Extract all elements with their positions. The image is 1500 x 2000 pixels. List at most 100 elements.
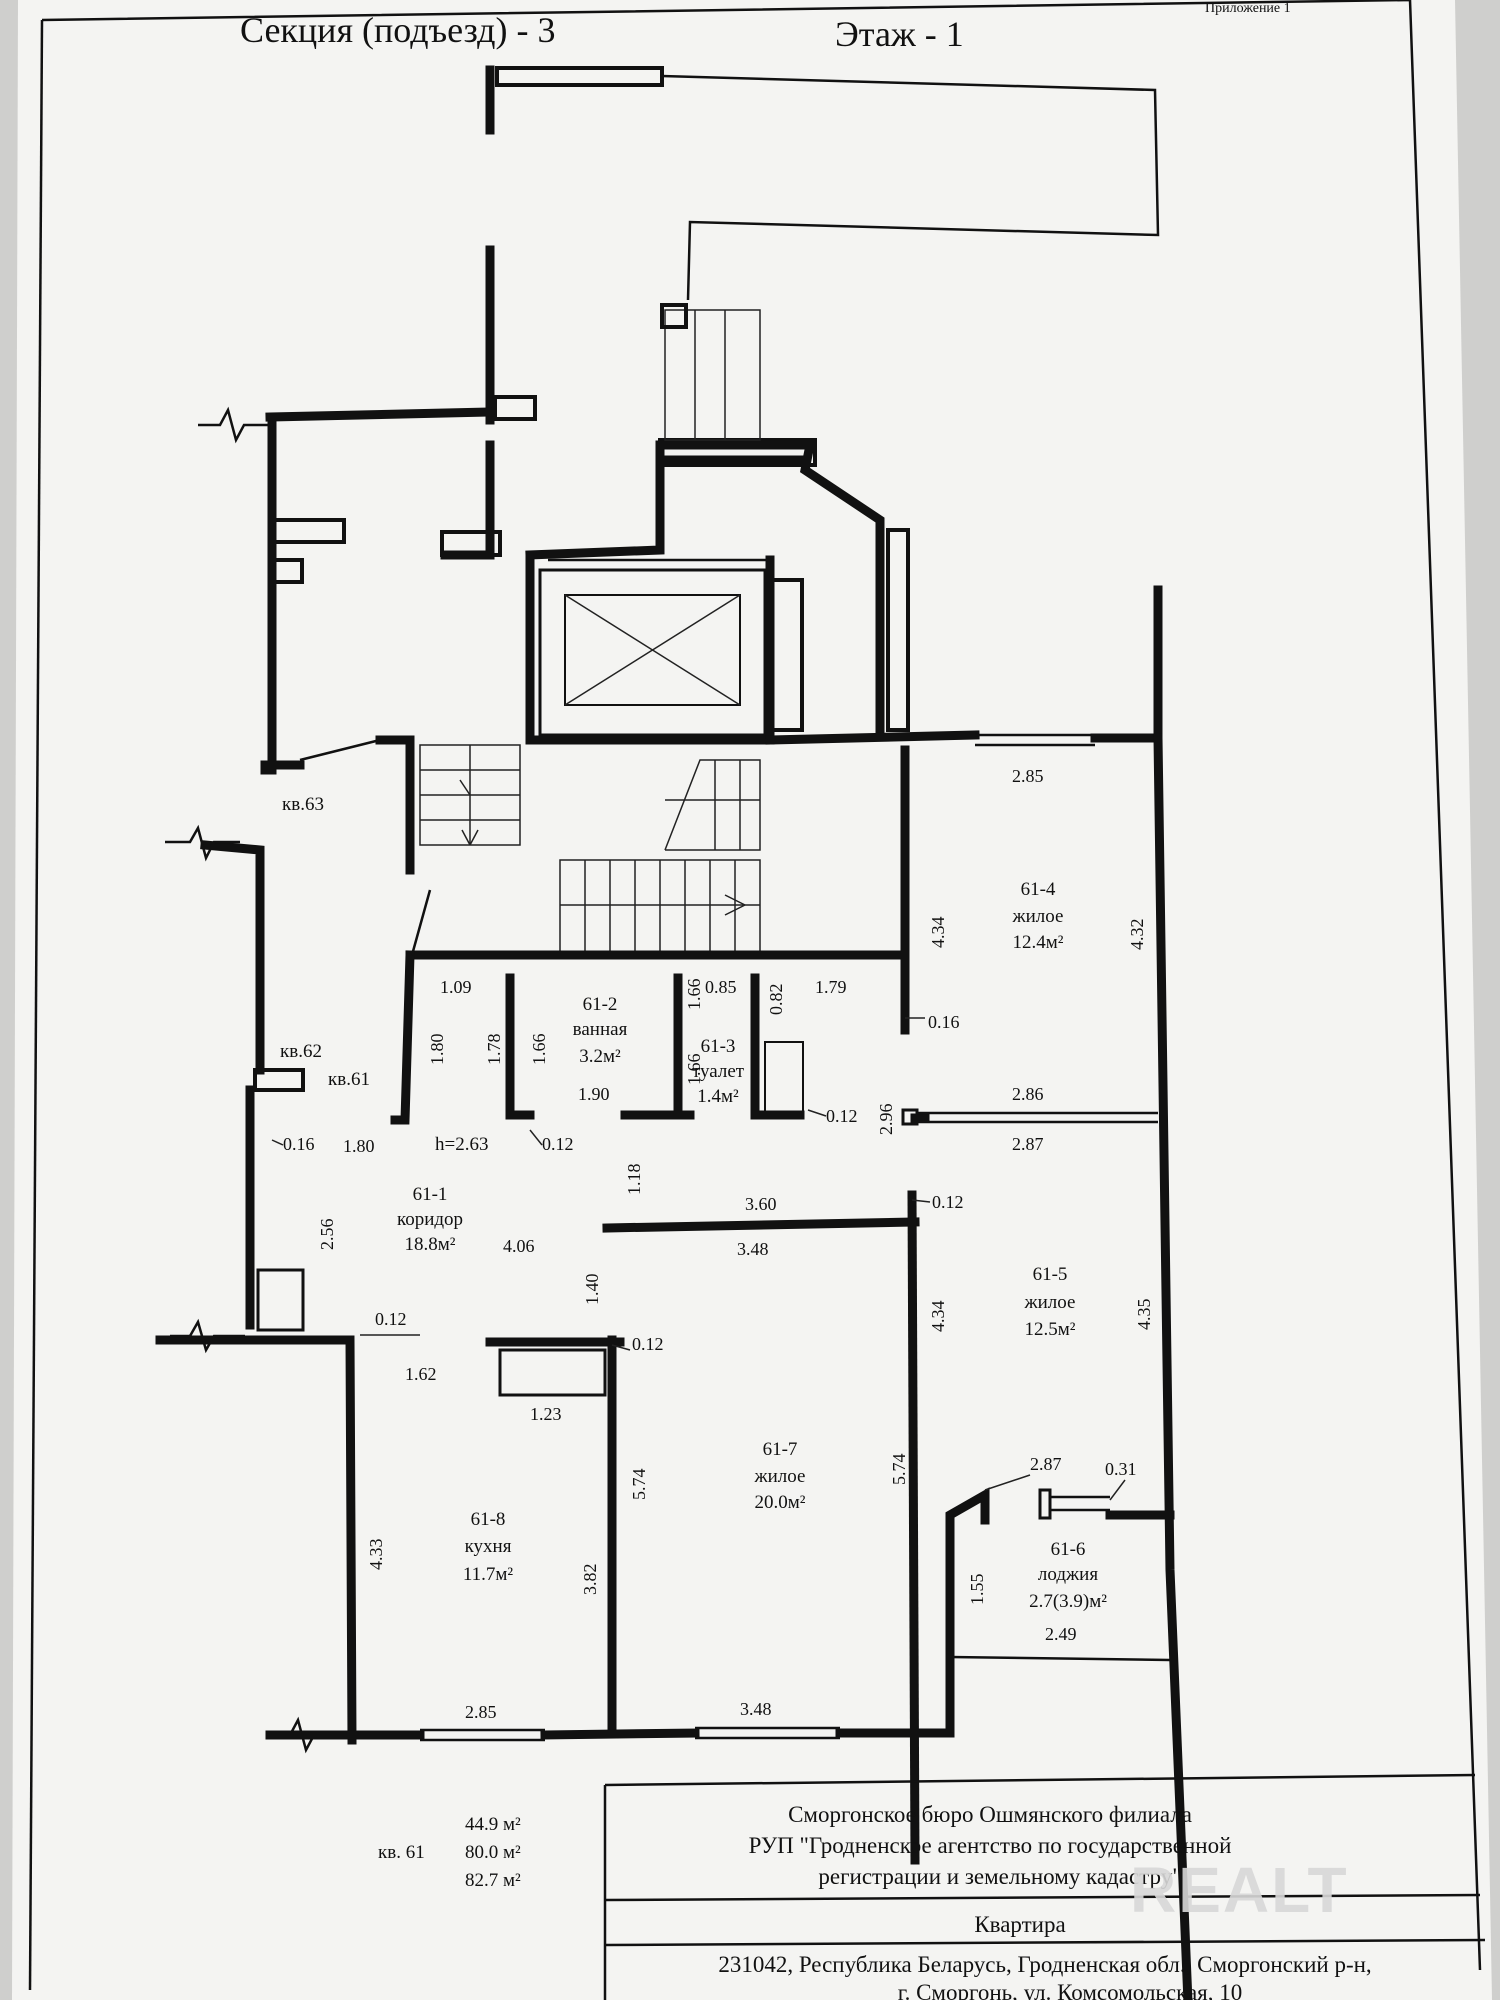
title-block: Сморгонское бюро Ошмянского филиала РУП … bbox=[603, 1773, 1486, 2000]
svg-text:44.9 м²: 44.9 м² bbox=[465, 1814, 521, 1835]
svg-text:1.79: 1.79 bbox=[815, 977, 847, 997]
svg-text:61-1: 61-1 bbox=[413, 1184, 448, 1205]
svg-text:4.35: 4.35 bbox=[1134, 1299, 1154, 1331]
section-title: Секция (подъезд) - 3 bbox=[240, 10, 555, 50]
svg-text:1.55: 1.55 bbox=[967, 1574, 987, 1606]
svg-text:лоджия: лоджия bbox=[1038, 1564, 1098, 1585]
svg-text:жилое: жилое bbox=[1012, 906, 1064, 927]
svg-text:1.4м²: 1.4м² bbox=[697, 1086, 739, 1107]
svg-text:1.80: 1.80 bbox=[427, 1034, 447, 1066]
svg-text:0.82: 0.82 bbox=[766, 984, 786, 1016]
room-61-1: 61-1 коридор 18.8м² bbox=[397, 1184, 463, 1255]
svg-text:ванная: ванная bbox=[573, 1019, 628, 1040]
floor-title: Этаж - 1 bbox=[835, 14, 964, 54]
dimensions: 2.85 4.34 4.32 0.16 1.09 0.85 1.79 1.66 … bbox=[283, 766, 1154, 1722]
svg-text:кв. 61: кв. 61 bbox=[378, 1842, 425, 1863]
svg-text:5.74: 5.74 bbox=[629, 1469, 649, 1501]
svg-text:4.33: 4.33 bbox=[366, 1539, 386, 1571]
ceiling-height: h=2.63 bbox=[435, 1134, 488, 1155]
svg-text:4.34: 4.34 bbox=[928, 1301, 948, 1333]
bureau-line1: Сморгонское бюро Ошмянского филиала bbox=[788, 1802, 1192, 1827]
svg-text:жилое: жилое bbox=[1024, 1292, 1076, 1313]
svg-text:20.0м²: 20.0м² bbox=[755, 1492, 806, 1513]
svg-text:80.0 м²: 80.0 м² bbox=[465, 1842, 521, 1863]
room-61-2: 61-2 ванная 3.2м² bbox=[573, 994, 628, 1067]
room-61-3: 61-3 туалет 1.4м² bbox=[692, 1036, 745, 1107]
svg-text:4.06: 4.06 bbox=[503, 1236, 535, 1256]
svg-text:1.23: 1.23 bbox=[530, 1404, 562, 1424]
svg-text:2.87: 2.87 bbox=[1030, 1454, 1062, 1474]
sheet-frame-left bbox=[28, 19, 44, 1991]
room-61-6: 61-6 лоджия 2.7(3.9)м² bbox=[1029, 1539, 1107, 1612]
svg-text:жилое: жилое bbox=[754, 1466, 806, 1487]
svg-text:1.90: 1.90 bbox=[578, 1084, 610, 1104]
svg-text:2.56: 2.56 bbox=[317, 1219, 337, 1251]
svg-text:2.86: 2.86 bbox=[1012, 1084, 1044, 1104]
svg-text:12.5м²: 12.5м² bbox=[1025, 1319, 1076, 1340]
svg-text:0.12: 0.12 bbox=[375, 1309, 407, 1329]
svg-text:1.09: 1.09 bbox=[440, 977, 472, 997]
room-61-7: 61-7 жилое 20.0м² bbox=[754, 1439, 806, 1513]
svg-text:1.40: 1.40 bbox=[582, 1274, 602, 1306]
object-type: Квартира bbox=[974, 1912, 1065, 1937]
svg-text:2.85: 2.85 bbox=[1012, 766, 1044, 786]
svg-text:61-2: 61-2 bbox=[583, 994, 618, 1015]
svg-text:61-4: 61-4 bbox=[1021, 879, 1056, 900]
svg-text:5.74: 5.74 bbox=[889, 1454, 909, 1486]
svg-text:3.48: 3.48 bbox=[737, 1239, 769, 1259]
svg-text:0.16: 0.16 bbox=[283, 1134, 315, 1154]
svg-text:1.78: 1.78 bbox=[484, 1034, 504, 1066]
svg-text:82.7 м²: 82.7 м² bbox=[465, 1870, 521, 1891]
svg-text:1.62: 1.62 bbox=[405, 1364, 437, 1384]
room-61-8: 61-8 кухня 11.7м² bbox=[463, 1509, 514, 1585]
svg-text:0.12: 0.12 bbox=[826, 1106, 858, 1126]
neighbor-kv63-label: кв.63 bbox=[282, 794, 324, 815]
appendix-label: Приложение 1 bbox=[1205, 1, 1291, 16]
svg-text:2.49: 2.49 bbox=[1045, 1624, 1077, 1644]
realt-watermark: REALT bbox=[1130, 1854, 1349, 1926]
svg-text:0.12: 0.12 bbox=[932, 1192, 964, 1212]
svg-text:3.82: 3.82 bbox=[580, 1564, 600, 1596]
svg-text:61-3: 61-3 bbox=[701, 1036, 736, 1057]
room-61-4: 61-4 жилое 12.4м² bbox=[1012, 879, 1064, 953]
svg-text:0.12: 0.12 bbox=[542, 1134, 574, 1154]
svg-text:4.34: 4.34 bbox=[928, 917, 948, 949]
svg-text:61-7: 61-7 bbox=[763, 1439, 798, 1460]
svg-text:61-5: 61-5 bbox=[1033, 1264, 1068, 1285]
svg-text:1.66: 1.66 bbox=[684, 1054, 704, 1086]
svg-text:3.2м²: 3.2м² bbox=[579, 1046, 621, 1067]
svg-text:3.60: 3.60 bbox=[745, 1194, 777, 1214]
sheet-frame bbox=[41, 0, 1482, 1971]
svg-text:61-6: 61-6 bbox=[1051, 1539, 1086, 1560]
svg-text:2.96: 2.96 bbox=[876, 1104, 896, 1136]
svg-text:0.31: 0.31 bbox=[1105, 1459, 1137, 1479]
neighbor-kv62-label: кв.62 bbox=[280, 1041, 322, 1062]
leader-lines bbox=[271, 1017, 1126, 1501]
svg-text:2.7(3.9)м²: 2.7(3.9)м² bbox=[1029, 1591, 1107, 1612]
address-line2: г. Сморгонь, ул. Комсомольская, 10 bbox=[898, 1980, 1242, 2000]
room-61-5: 61-5 жилое 12.5м² bbox=[1024, 1264, 1076, 1340]
svg-text:туалет: туалет bbox=[692, 1061, 745, 1082]
svg-text:4.32: 4.32 bbox=[1127, 919, 1147, 951]
svg-text:61-8: 61-8 bbox=[471, 1509, 506, 1530]
neighbor-kv61-label: кв.61 bbox=[328, 1069, 370, 1090]
bureau-line2: РУП "Гродненское агентство по государств… bbox=[749, 1833, 1232, 1858]
svg-text:2.87: 2.87 bbox=[1012, 1134, 1044, 1154]
svg-text:1.18: 1.18 bbox=[624, 1164, 644, 1196]
address-line1: 231042, Республика Беларусь, Гродненская… bbox=[718, 1952, 1371, 1977]
svg-text:0.16: 0.16 bbox=[928, 1012, 960, 1032]
svg-text:0.85: 0.85 bbox=[705, 977, 737, 997]
svg-text:3.48: 3.48 bbox=[740, 1699, 772, 1719]
svg-text:12.4м²: 12.4м² bbox=[1013, 932, 1064, 953]
svg-text:2.85: 2.85 bbox=[465, 1702, 497, 1722]
area-summary: 44.9 м² кв. 61 80.0 м² 82.7 м² bbox=[378, 1814, 521, 1891]
walls bbox=[155, 65, 1193, 2000]
svg-text:1.80: 1.80 bbox=[343, 1136, 375, 1156]
svg-text:кухня: кухня bbox=[465, 1536, 512, 1557]
svg-text:1.66: 1.66 bbox=[684, 979, 704, 1011]
svg-text:11.7м²: 11.7м² bbox=[463, 1564, 514, 1585]
bureau-line3: регистрации и земельному кадастру" bbox=[818, 1864, 1181, 1889]
svg-text:18.8м²: 18.8м² bbox=[405, 1234, 456, 1255]
svg-text:1.66: 1.66 bbox=[529, 1034, 549, 1066]
